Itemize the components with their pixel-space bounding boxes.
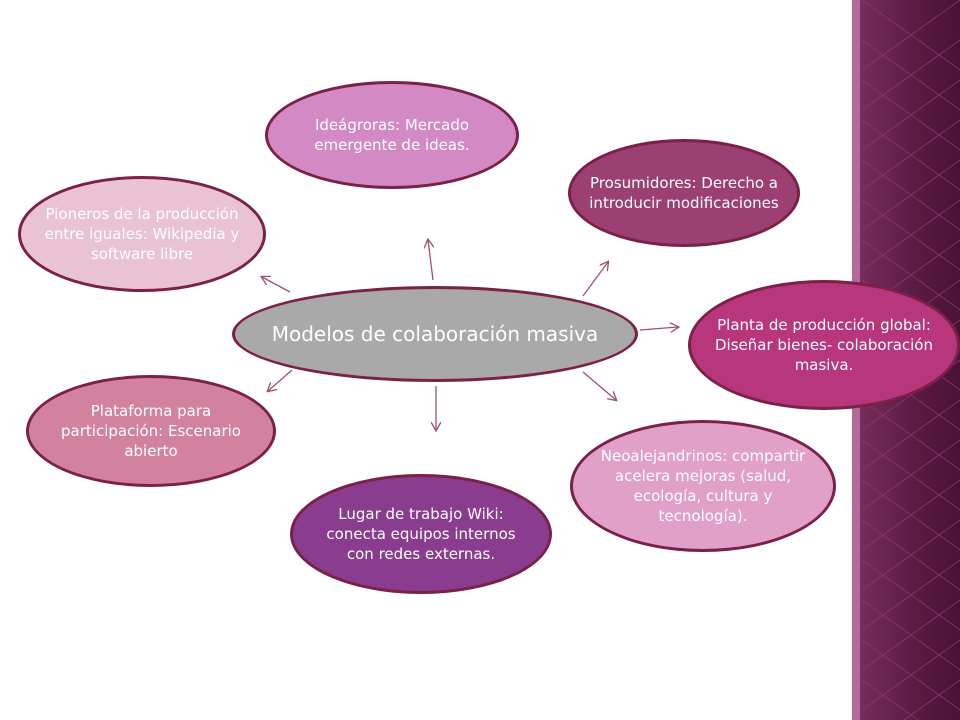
node-lugar-trabajo-wiki: Lugar de trabajo Wiki: conecta equipos i… bbox=[290, 474, 552, 594]
arrow-to-neoalejandrinos bbox=[582, 371, 616, 400]
node-pioneros: Pioneros de la producción entre iguales:… bbox=[18, 176, 266, 292]
arrow-to-plataforma bbox=[268, 369, 293, 391]
center-label: Modelos de colaboración masiva bbox=[271, 321, 599, 346]
node-plataforma: Plataforma para participación: Escenario… bbox=[26, 375, 276, 487]
node-prosumidores-label: Prosumidores: Derecho a introducir modif… bbox=[589, 174, 779, 212]
node-planta-produccion: Planta de producción global: Diseñar bie… bbox=[688, 280, 960, 410]
node-neoalejandrinos-label: Neoalejandrinos: compartir acelera mejor… bbox=[600, 447, 806, 525]
arrow-to-planta bbox=[639, 327, 678, 330]
node-prosumidores: Prosumidores: Derecho a introducir modif… bbox=[568, 139, 800, 247]
node-plataforma-label: Plataforma para participación: Escenario… bbox=[61, 402, 241, 460]
node-ideagoras: Ideágroras: Mercado emergente de ideas. bbox=[265, 81, 519, 189]
center-node: Modelos de colaboración masiva bbox=[232, 286, 638, 382]
arrow-to-ideas bbox=[428, 240, 433, 281]
node-pioneros-label: Pioneros de la producción entre iguales:… bbox=[44, 205, 240, 263]
node-ideagoras-label: Ideágroras: Mercado emergente de ideas. bbox=[314, 116, 470, 154]
node-planta-label: Planta de producción global: Diseñar bie… bbox=[715, 316, 933, 374]
node-neoalejandrinos: Neoalejandrinos: compartir acelera mejor… bbox=[570, 420, 836, 552]
arrow-to-pioneros bbox=[262, 277, 291, 293]
node-lugar-trabajo-label: Lugar de trabajo Wiki: conecta equipos i… bbox=[326, 505, 516, 563]
arrow-to-prosumidores bbox=[582, 262, 608, 297]
